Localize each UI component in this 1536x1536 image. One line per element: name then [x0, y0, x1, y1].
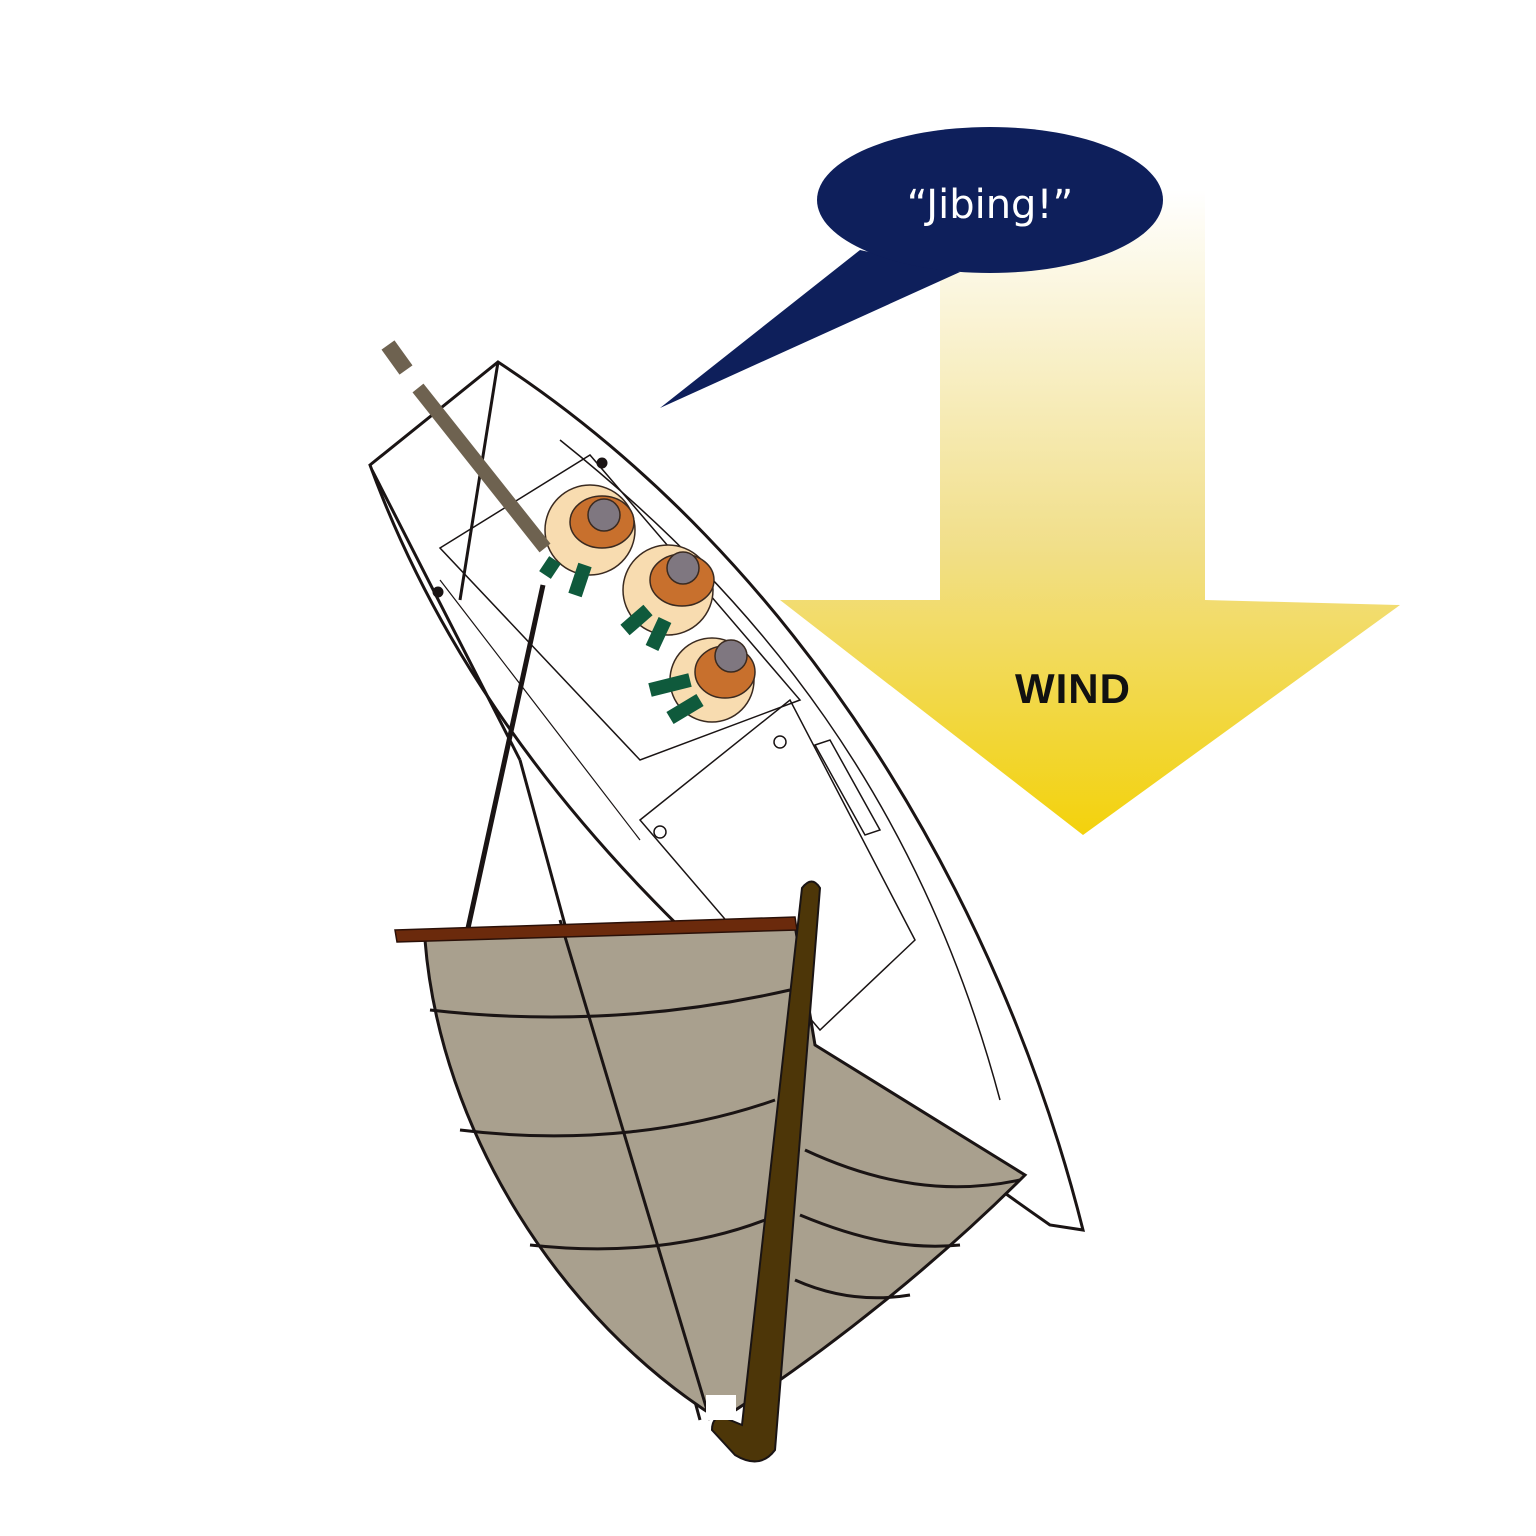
speech-bubble: “Jibing!”: [660, 127, 1163, 408]
hull-bow-tip: [706, 1395, 736, 1420]
crew-member: [620, 544, 715, 651]
speech-text: “Jibing!”: [907, 182, 1073, 228]
boat-hull: [368, 360, 1086, 1421]
crew-member: [648, 637, 756, 725]
wind-label: WIND: [1015, 665, 1131, 712]
sail-battens: [429, 919, 1021, 1421]
crew-member: [539, 484, 636, 598]
wind-arrow: [780, 190, 1400, 835]
tiller: [381, 340, 551, 943]
crew: [539, 484, 756, 725]
